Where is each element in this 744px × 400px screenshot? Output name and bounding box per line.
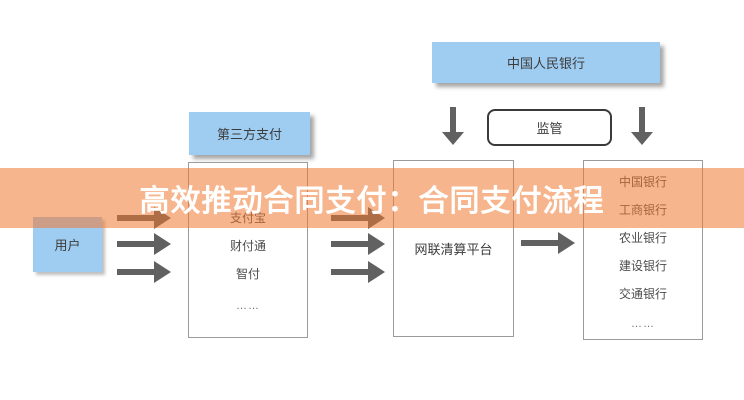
down-arrow-right [631, 107, 653, 145]
bank-item-bocom: 交通银行 [618, 287, 667, 301]
arrow-thirdparty-to-clearing-2 [331, 233, 385, 255]
third-party-header-node: 第三方支付 [189, 112, 310, 155]
third-party-header-label: 第三方支付 [216, 127, 282, 142]
bank-item-abc: 农业银行 [618, 231, 667, 245]
bank-item-ccb: 建设银行 [618, 259, 667, 273]
arrow-thirdparty-to-clearing-3 [331, 261, 385, 283]
clearing-platform-label: 网联清算平台 [414, 242, 493, 257]
down-arrow-left [442, 107, 464, 145]
page-title: 高效推动合同支付：合同支付流程 [139, 185, 605, 218]
supervision-node: 监管 [487, 109, 612, 146]
third-party-item-zhifu: 智付 [235, 267, 260, 281]
third-party-item-tenpay: 财付通 [229, 239, 266, 253]
arrow-clearing-to-banks [521, 232, 575, 254]
central-bank-label: 中国人民银行 [506, 56, 585, 71]
central-bank-node: 中国人民银行 [432, 42, 660, 83]
arrow-user-to-thirdparty-2 [117, 233, 171, 255]
arrow-user-to-thirdparty-3 [117, 261, 171, 283]
user-label: 用户 [54, 238, 81, 253]
third-party-item-ellipsis: …… [236, 300, 260, 312]
title-banner: 高效推动合同支付：合同支付流程 [0, 168, 744, 228]
supervision-label: 监管 [536, 121, 563, 136]
bank-item-ellipsis: …… [631, 318, 655, 330]
